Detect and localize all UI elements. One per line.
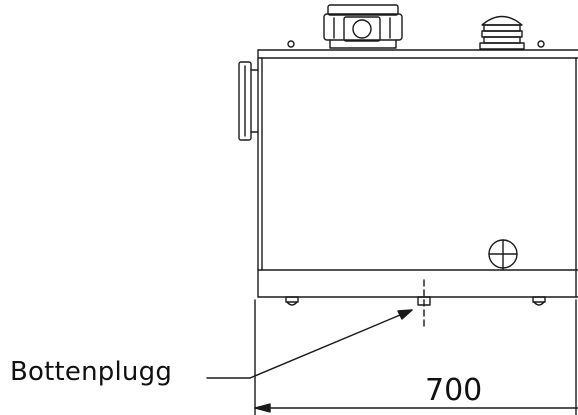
dimension-extension-lines (254, 299, 577, 415)
dimension-value: 700 (425, 373, 483, 408)
drain-plug (417, 279, 431, 329)
top-bolt-right (537, 40, 545, 48)
callout-label: Bottenplugg (10, 357, 173, 387)
top-bolt-left (287, 40, 295, 48)
top-motor-unit (323, 4, 403, 49)
foot-right (532, 296, 546, 306)
callout-leader (206, 309, 413, 379)
side-port-symbol (488, 239, 518, 271)
dimension-line (254, 403, 578, 413)
tank-handle (238, 61, 259, 141)
foot-left (285, 296, 299, 306)
tank-body (257, 49, 578, 298)
breather-cap (479, 15, 525, 50)
